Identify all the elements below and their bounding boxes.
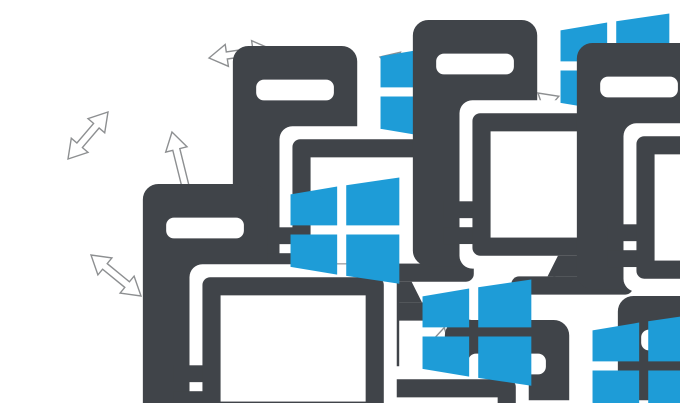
link-arrow-bottom-left-center--left [89, 254, 143, 297]
link-arrow-left--top-left [67, 110, 109, 161]
nodes-layer [142, 13, 680, 403]
computer-node-top-right [576, 36, 680, 318]
